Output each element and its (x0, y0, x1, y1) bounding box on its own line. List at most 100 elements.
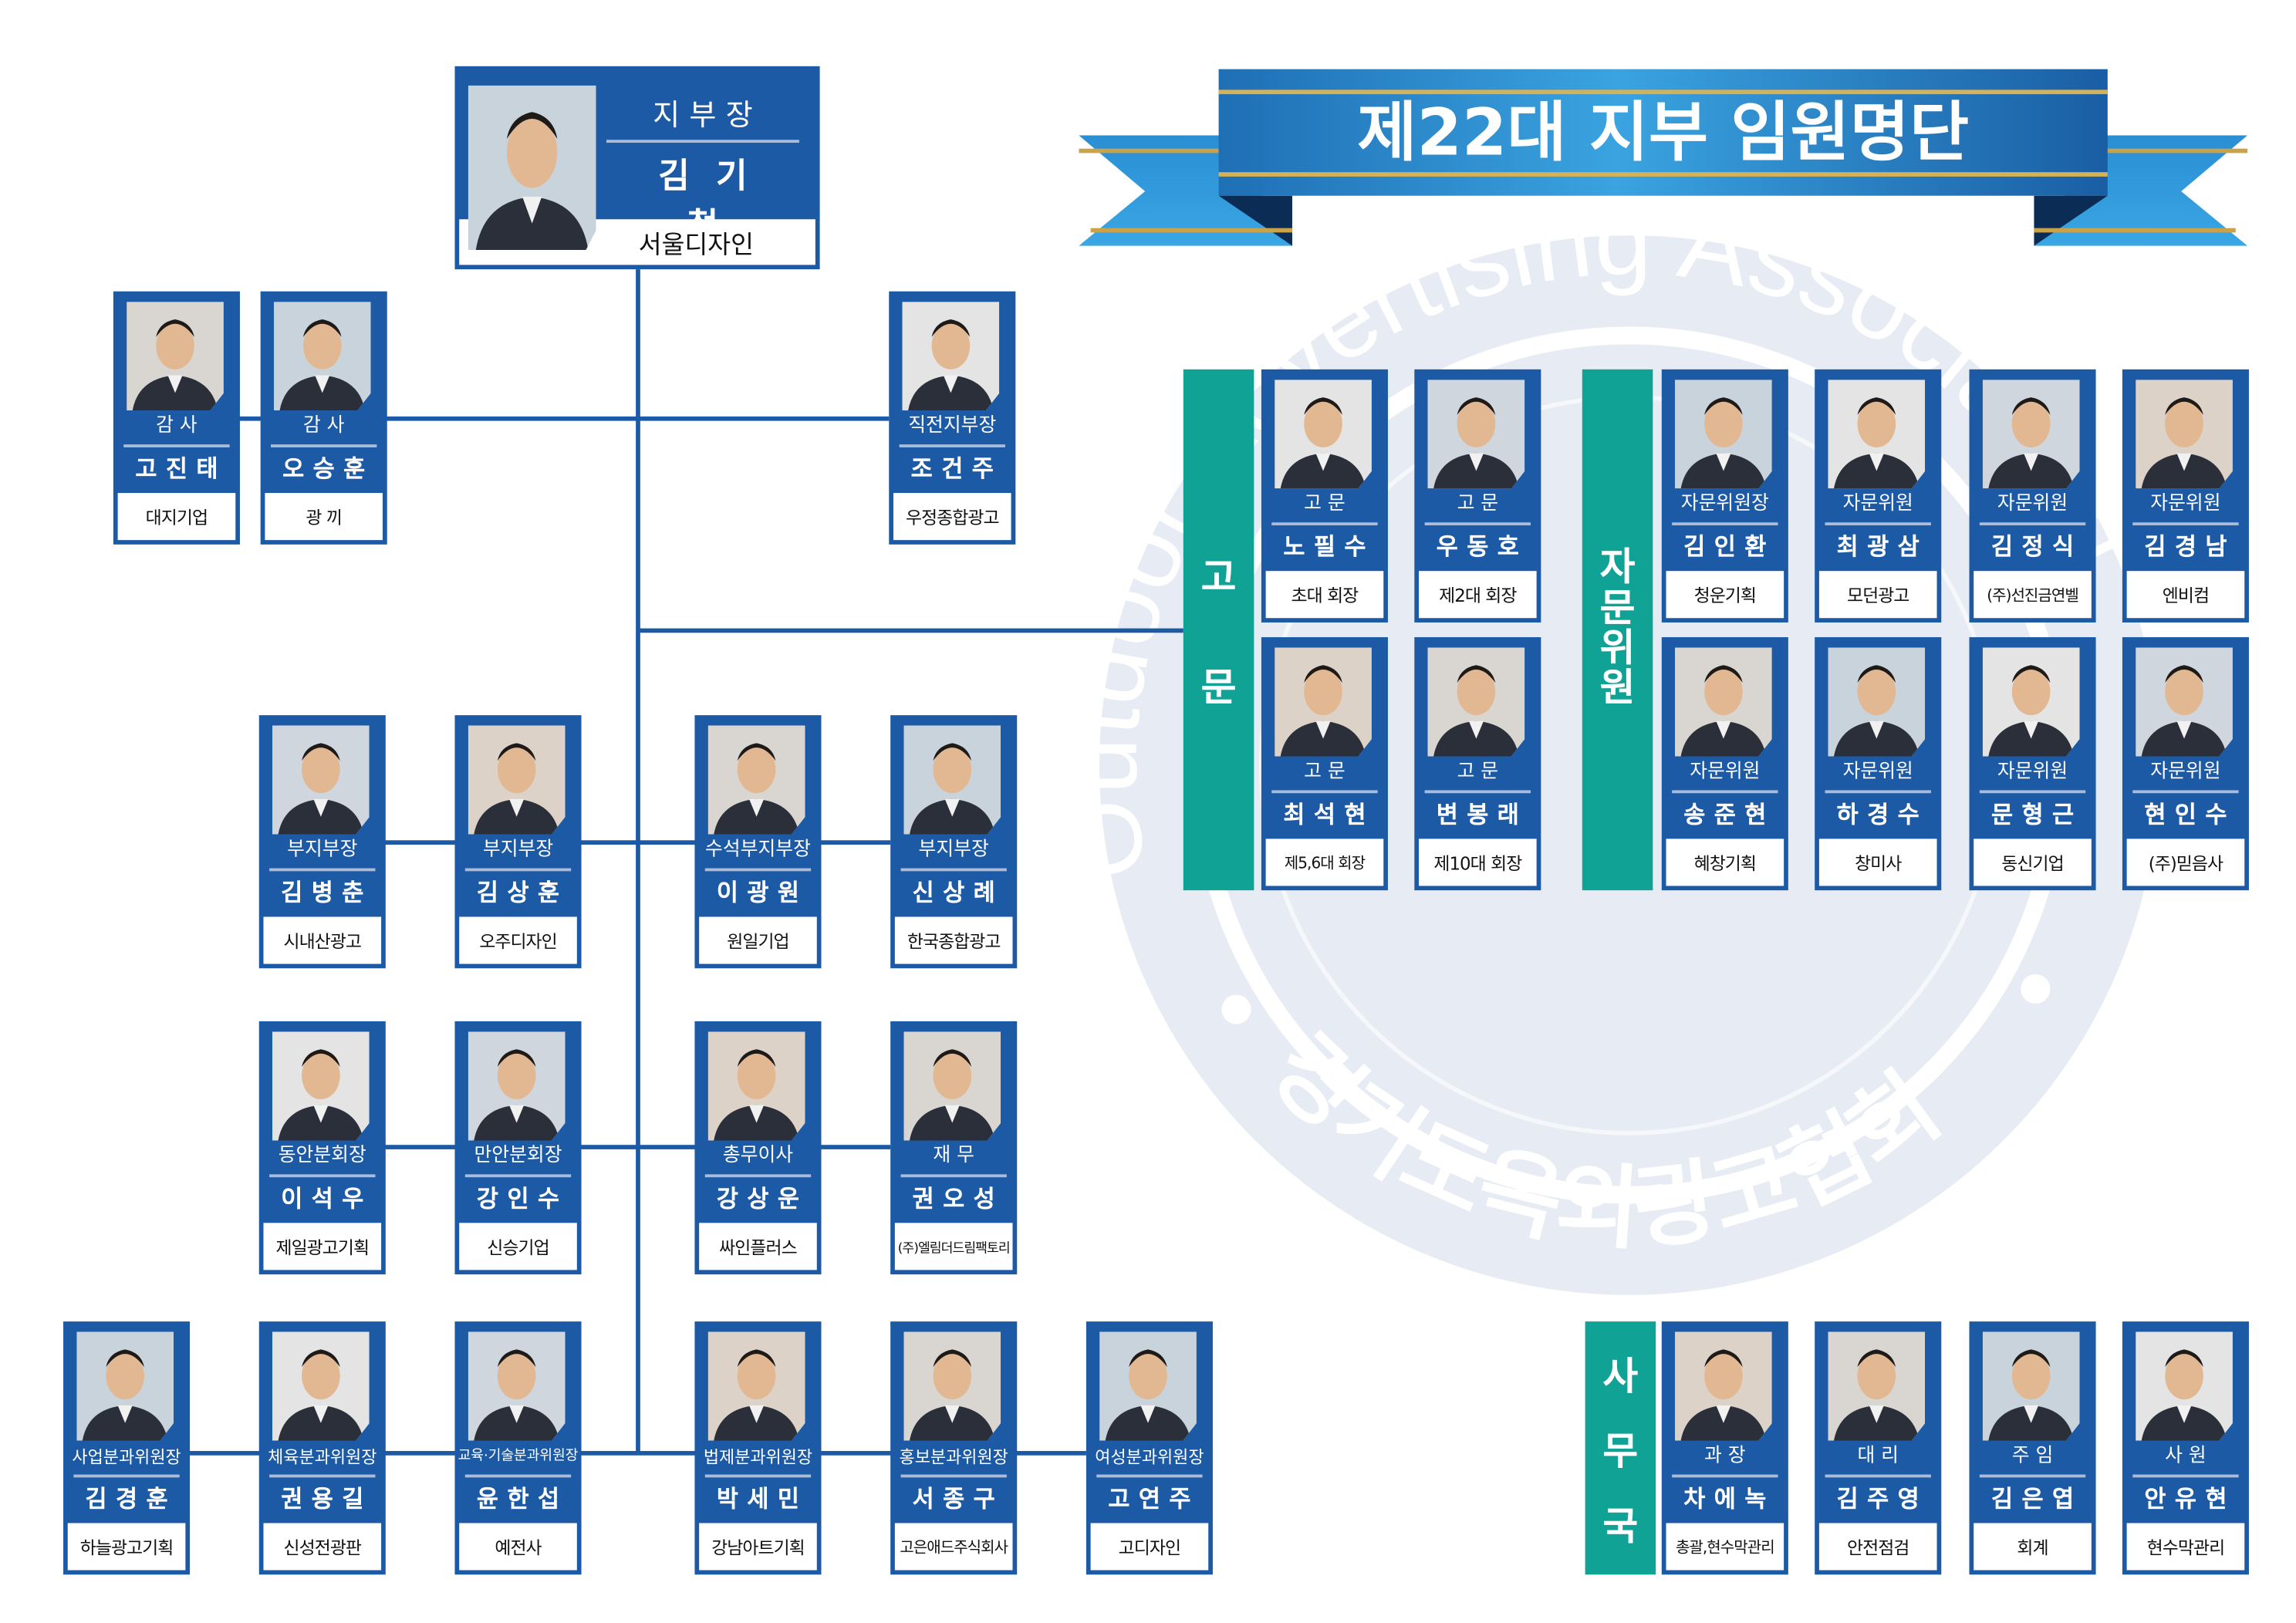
connector-row1 (238, 416, 890, 421)
person-photo-icon (272, 1031, 370, 1141)
band-label-char: 자 (1599, 546, 1636, 591)
member-name: 오승훈 (282, 454, 374, 483)
member-name: 김정식 (1990, 532, 2083, 561)
person-photo-icon (1982, 647, 2080, 757)
member-title: 자문위원 (1842, 761, 1913, 783)
member-name: 신상례 (912, 878, 1004, 907)
member-title: 부지부장 (482, 838, 554, 862)
member-divider (1825, 1474, 1931, 1478)
member-name: 강상운 (716, 1184, 809, 1213)
member-name: 이광원 (716, 878, 809, 907)
member-name: 우동호 (1436, 532, 1528, 561)
member-company: 혜창기획 (1666, 838, 1784, 886)
member-divider (1424, 790, 1531, 794)
member-title: 만안분회장 (474, 1145, 562, 1167)
member-company: 고디자인 (1090, 1523, 1209, 1571)
member-company: 엔비컴 (2126, 571, 2245, 619)
member-divider (1672, 1474, 1778, 1478)
member-company: 초대 회장 (1265, 571, 1384, 619)
member-name: 고연주 (1108, 1484, 1200, 1513)
member-divider (1271, 522, 1378, 526)
member-company: 창미사 (1818, 838, 1937, 886)
person-photo-icon (1275, 647, 1372, 757)
member-company: 강남아트기획 (699, 1523, 817, 1571)
member-divider (1672, 790, 1778, 794)
member-name: 조건주 (910, 454, 1003, 483)
band-label-char: 고 (1200, 556, 1237, 601)
chief-divider (606, 140, 799, 143)
member-title: 주 임 (2011, 1445, 2054, 1467)
banner-title: 제22대 지부 임원명단 (1357, 94, 1969, 170)
member-title: 자문위원 (2150, 493, 2221, 515)
member-name: 김인환 (1683, 532, 1775, 561)
connector-row4 (383, 1145, 891, 1149)
member-company: 싸인플러스 (699, 1223, 817, 1270)
member-divider (464, 1174, 572, 1178)
member-title: 사 원 (2165, 1445, 2207, 1467)
person-photo-icon (1982, 1331, 2080, 1441)
member-divider (73, 1474, 180, 1478)
band-label-char: 문 (1599, 586, 1636, 631)
member-title: 여성분과위원장 (1095, 1446, 1204, 1467)
member-company: 총괄,현수막관리 (1666, 1523, 1784, 1571)
member-company: 제일광고기획 (263, 1223, 382, 1270)
member-divider (899, 444, 1005, 447)
member-name: 문형근 (1990, 800, 2083, 829)
person-photo-icon (1427, 380, 1525, 489)
person-photo-icon (1674, 1331, 1772, 1441)
member-divider (704, 1174, 812, 1178)
member-company: 광 끼 (265, 493, 383, 541)
member-divider (900, 868, 1007, 872)
person-photo-icon (2136, 380, 2233, 489)
member-name: 김병춘 (281, 878, 373, 907)
member-company: 한국종합광고 (894, 916, 1013, 964)
member-name: 서종구 (912, 1484, 1004, 1513)
member-company: (주)선진금연벨 (1974, 571, 2092, 619)
member-title: 홍보분과위원장 (899, 1446, 1008, 1467)
person-photo-icon (127, 302, 224, 411)
member-title: 고 문 (1457, 493, 1499, 515)
member-divider (2132, 1474, 2239, 1478)
connector-row5 (188, 1450, 1086, 1456)
person-photo-icon (468, 85, 596, 251)
member-name: 김주영 (1836, 1484, 1929, 1513)
member-divider (1825, 522, 1931, 526)
member-company: 신성전광판 (263, 1523, 382, 1571)
member-title: 자문위원장 (1680, 493, 1769, 515)
member-name: 김은엽 (1990, 1484, 2083, 1513)
member-company: 현수막관리 (2126, 1523, 2245, 1571)
member-title: 대 리 (1857, 1445, 1899, 1467)
person-photo-icon (903, 1331, 1001, 1441)
member-divider (1825, 790, 1931, 794)
member-company: 우정종합광고 (893, 493, 1011, 541)
member-divider (271, 444, 377, 447)
connector-advisors (637, 628, 1183, 633)
member-divider (2132, 790, 2239, 794)
member-title: 고 문 (1457, 761, 1499, 783)
member-name: 최광삼 (1836, 532, 1929, 561)
person-photo-icon (902, 302, 1000, 411)
member-divider (1424, 522, 1531, 526)
member-name: 고진태 (135, 454, 227, 483)
person-photo-icon (1674, 380, 1772, 489)
member-title: 감 사 (302, 414, 345, 437)
member-title: 부지부장 (918, 838, 989, 862)
band-label-char: 무 (1602, 1429, 1639, 1474)
